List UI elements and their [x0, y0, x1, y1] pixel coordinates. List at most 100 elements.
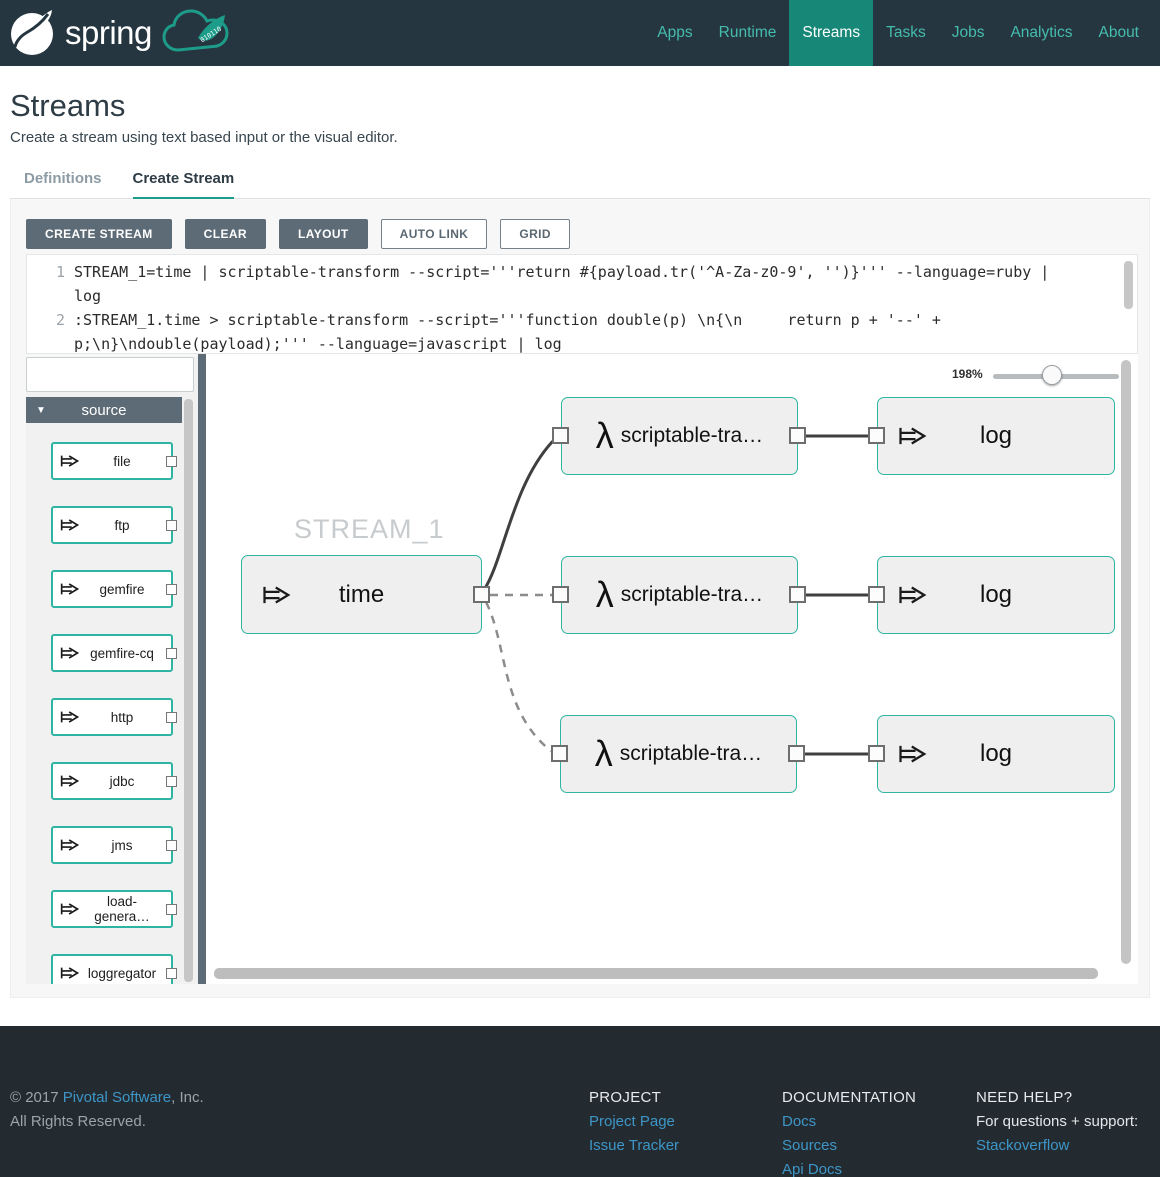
tab-definitions[interactable]: Definitions [24, 170, 102, 187]
link-time-to-transform1[interactable] [482, 440, 554, 592]
layout-button[interactable]: LAYOUT [279, 219, 368, 249]
line-number: 1 [55, 263, 65, 281]
api-docs-link[interactable]: Api Docs [782, 1161, 843, 1177]
palette-group-source[interactable]: ▼ source [26, 397, 182, 423]
pivotal-software-link[interactable]: Pivotal Software [62, 1089, 172, 1106]
clear-button[interactable]: CLEAR [184, 219, 266, 249]
project-page-link[interactable]: Project Page [589, 1113, 675, 1130]
page-footer: © 2017 Pivotal Software, Inc. All Rights… [0, 1026, 1160, 1177]
arrow-from-bar-icon [60, 775, 80, 787]
collapse-triangle-icon: ▼ [36, 404, 46, 416]
nav-item-jobs[interactable]: Jobs [951, 24, 985, 41]
copyright-suffix: , Inc. [171, 1089, 204, 1106]
nav-item-analytics[interactable]: Analytics [1010, 24, 1073, 41]
output-port[interactable] [166, 648, 177, 659]
footer-column-project: PROJECT Project Page Issue Tracker [589, 1086, 679, 1158]
port-log1-input[interactable] [868, 427, 885, 444]
node-label: log [979, 740, 1013, 767]
footer-column-documentation: DOCUMENTATION Docs Sources Api Docs [782, 1086, 916, 1177]
output-port[interactable] [166, 904, 177, 915]
port-log2-input[interactable] [868, 586, 885, 603]
palette-item-jms[interactable]: jms [51, 826, 177, 864]
port-transform2-input[interactable] [552, 586, 569, 603]
tab-bar: Definitions Create Stream [10, 170, 1150, 200]
palette-item-jdbc[interactable]: jdbc [51, 762, 177, 800]
zoom-percent: 198% [952, 367, 983, 381]
port-transform1-output[interactable] [789, 427, 806, 444]
palette-item-gemfire-cq[interactable]: gemfire-cq [51, 634, 177, 672]
node-log-2[interactable]: log [877, 556, 1115, 634]
palette-item-ftp[interactable]: ftp [51, 506, 177, 544]
output-port[interactable] [166, 712, 177, 723]
palette-scrollbar[interactable] [184, 399, 193, 982]
nav-item-runtime[interactable]: Runtime [718, 24, 777, 41]
output-port[interactable] [166, 968, 177, 979]
stream-dsl-editor[interactable]: 1 STREAM_1=time | scriptable-transform -… [26, 254, 1138, 354]
node-label: scriptable-tra… [620, 424, 764, 447]
top-nav: spring 010110 Apps Runtime Streams Tasks… [0, 0, 1160, 66]
node-transform-3[interactable]: λ scriptable-tra… [560, 715, 797, 793]
auto-link-button[interactable]: AUTO LINK [380, 219, 488, 249]
output-port[interactable] [166, 456, 177, 467]
palette-item-label: load-genera… [94, 894, 150, 924]
create-stream-button[interactable]: CREATE STREAM [26, 219, 172, 249]
palette-item-http[interactable]: http [51, 698, 177, 736]
tab-create-stream[interactable]: Create Stream [132, 170, 235, 200]
node-label: time [338, 580, 385, 608]
port-transform3-input[interactable] [551, 745, 568, 762]
arrow-from-bar-icon [899, 745, 927, 763]
palette-group-label: source [81, 401, 127, 419]
support-text: For questions + support: [976, 1113, 1139, 1130]
editor-scrollbar[interactable] [1124, 261, 1133, 309]
app-palette: ▼ source file ftp gemfire gemfire-cq [26, 357, 208, 984]
canvas-vertical-scrollbar[interactable] [1121, 360, 1131, 964]
node-label: scriptable-tra… [619, 742, 763, 765]
dsl-line: 2 :STREAM_1.time > scriptable-transform … [27, 308, 1137, 356]
palette-item-file[interactable]: file [51, 442, 177, 480]
stackoverflow-link[interactable]: Stackoverflow [976, 1137, 1070, 1154]
grid-button[interactable]: GRID [500, 219, 570, 249]
palette-item-label: http [110, 709, 134, 725]
zoom-slider-thumb[interactable] [1042, 365, 1062, 385]
node-transform-1[interactable]: λ scriptable-tra… [561, 397, 798, 475]
port-transform1-input[interactable] [552, 427, 569, 444]
create-stream-panel: CREATE STREAM CLEAR LAYOUT AUTO LINK GRI… [10, 199, 1150, 998]
rights-reserved: All Rights Reserved. [10, 1113, 146, 1130]
node-log-1[interactable]: log [877, 397, 1115, 475]
page-title: Streams [10, 88, 126, 123]
dataflow-cloud-icon: 010110 [162, 9, 229, 52]
palette-item-loggregator[interactable]: loggregator [51, 954, 177, 984]
palette-item-label: jms [111, 837, 133, 853]
port-time-output[interactable] [473, 586, 490, 603]
node-time[interactable]: time [241, 555, 482, 634]
nav-item-tasks[interactable]: Tasks [886, 24, 926, 41]
palette-items: file ftp gemfire gemfire-cq http [51, 442, 177, 984]
link-time-to-transform3[interactable] [484, 601, 552, 752]
sources-link[interactable]: Sources [782, 1137, 838, 1154]
lambda-icon: λ [595, 415, 614, 456]
copyright: © 2017 Pivotal Software, Inc. All Rights… [10, 1086, 204, 1134]
brand-logo[interactable]: spring 010110 [8, 0, 233, 66]
output-port[interactable] [166, 840, 177, 851]
port-log3-input[interactable] [868, 745, 885, 762]
footer-heading: NEED HELP? [976, 1089, 1073, 1106]
node-log-3[interactable]: log [877, 715, 1115, 793]
nav-item-apps[interactable]: Apps [657, 24, 693, 41]
node-transform-2[interactable]: λ scriptable-tra… [561, 556, 798, 634]
output-port[interactable] [166, 776, 177, 787]
palette-item-load-generator[interactable]: load-genera… [51, 890, 177, 928]
line-number: 2 [55, 311, 65, 329]
nav-item-streams[interactable]: Streams [789, 0, 874, 66]
node-label: log [979, 422, 1013, 449]
docs-link[interactable]: Docs [782, 1113, 817, 1130]
canvas-horizontal-scrollbar[interactable] [214, 968, 1098, 979]
output-port[interactable] [166, 520, 177, 531]
palette-search-input[interactable] [26, 357, 194, 392]
palette-item-gemfire[interactable]: gemfire [51, 570, 177, 608]
nav-item-about[interactable]: About [1098, 24, 1139, 41]
output-port[interactable] [166, 584, 177, 595]
flow-canvas[interactable]: 198% STREAM_1 time λ scriptable-tra… λ s… [206, 354, 1138, 984]
port-transform3-output[interactable] [788, 745, 805, 762]
port-transform2-output[interactable] [789, 586, 806, 603]
issue-tracker-link[interactable]: Issue Tracker [589, 1137, 680, 1154]
